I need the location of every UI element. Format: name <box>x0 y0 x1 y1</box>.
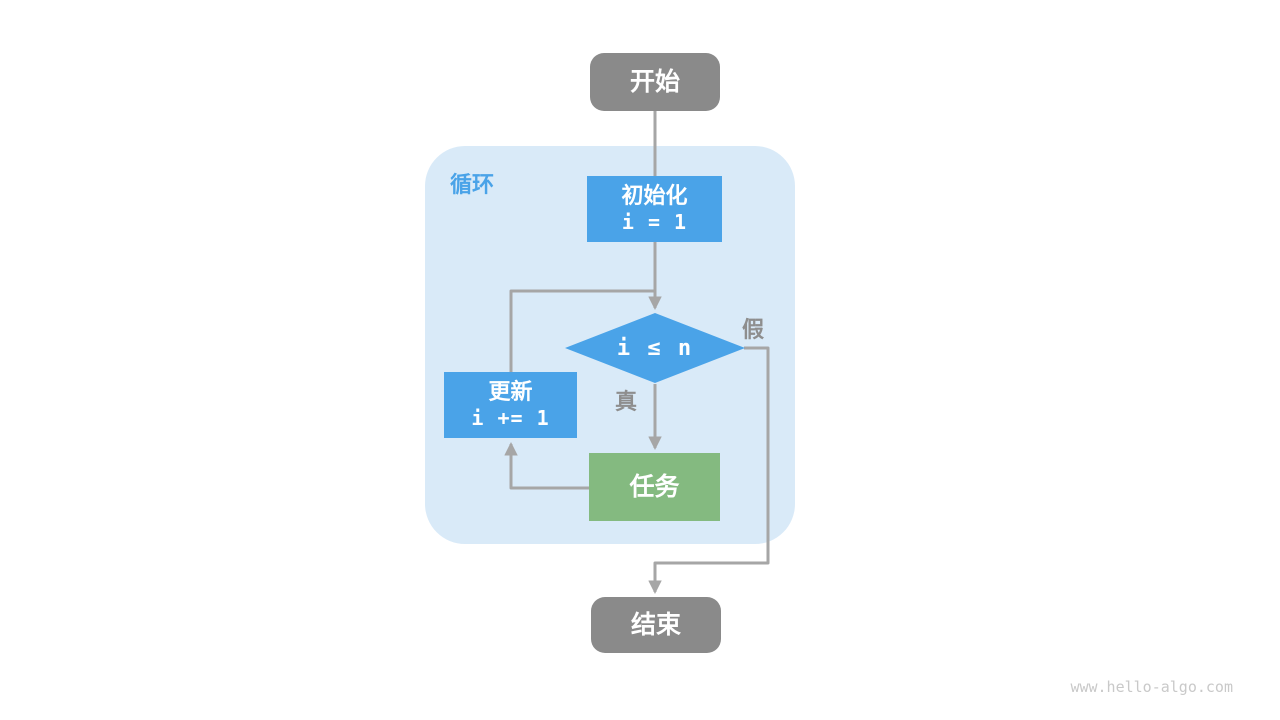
edge-update-to-condition <box>509 289 655 372</box>
start-node: 开始 <box>590 53 720 111</box>
init-node: 初始化 i = 1 <box>587 176 722 242</box>
task-node-label: 任务 <box>629 472 680 502</box>
end-node-label: 结束 <box>630 610 681 640</box>
watermark: www.hello-algo.com <box>1070 678 1233 696</box>
edge-task-to-update <box>504 441 589 490</box>
task-node: 任务 <box>589 453 720 521</box>
condition-node-code: i ≤ n <box>616 335 694 361</box>
init-node-code: i = 1 <box>621 210 688 235</box>
update-node-code: i += 1 <box>471 406 550 431</box>
edge-condition-false-to-end <box>648 346 770 595</box>
loop-scope-label: 循环 <box>450 173 495 198</box>
start-node-label: 开始 <box>629 67 680 97</box>
false-branch-label: 假 <box>742 318 765 343</box>
end-node: 结束 <box>591 597 721 653</box>
condition-node: i ≤ n <box>565 313 745 383</box>
update-node-title: 更新 <box>488 379 533 405</box>
condition-diamond-shape <box>565 313 745 383</box>
init-node-title: 初始化 <box>621 183 688 209</box>
update-node: 更新 i += 1 <box>444 372 577 438</box>
true-branch-label: 真 <box>615 390 638 415</box>
